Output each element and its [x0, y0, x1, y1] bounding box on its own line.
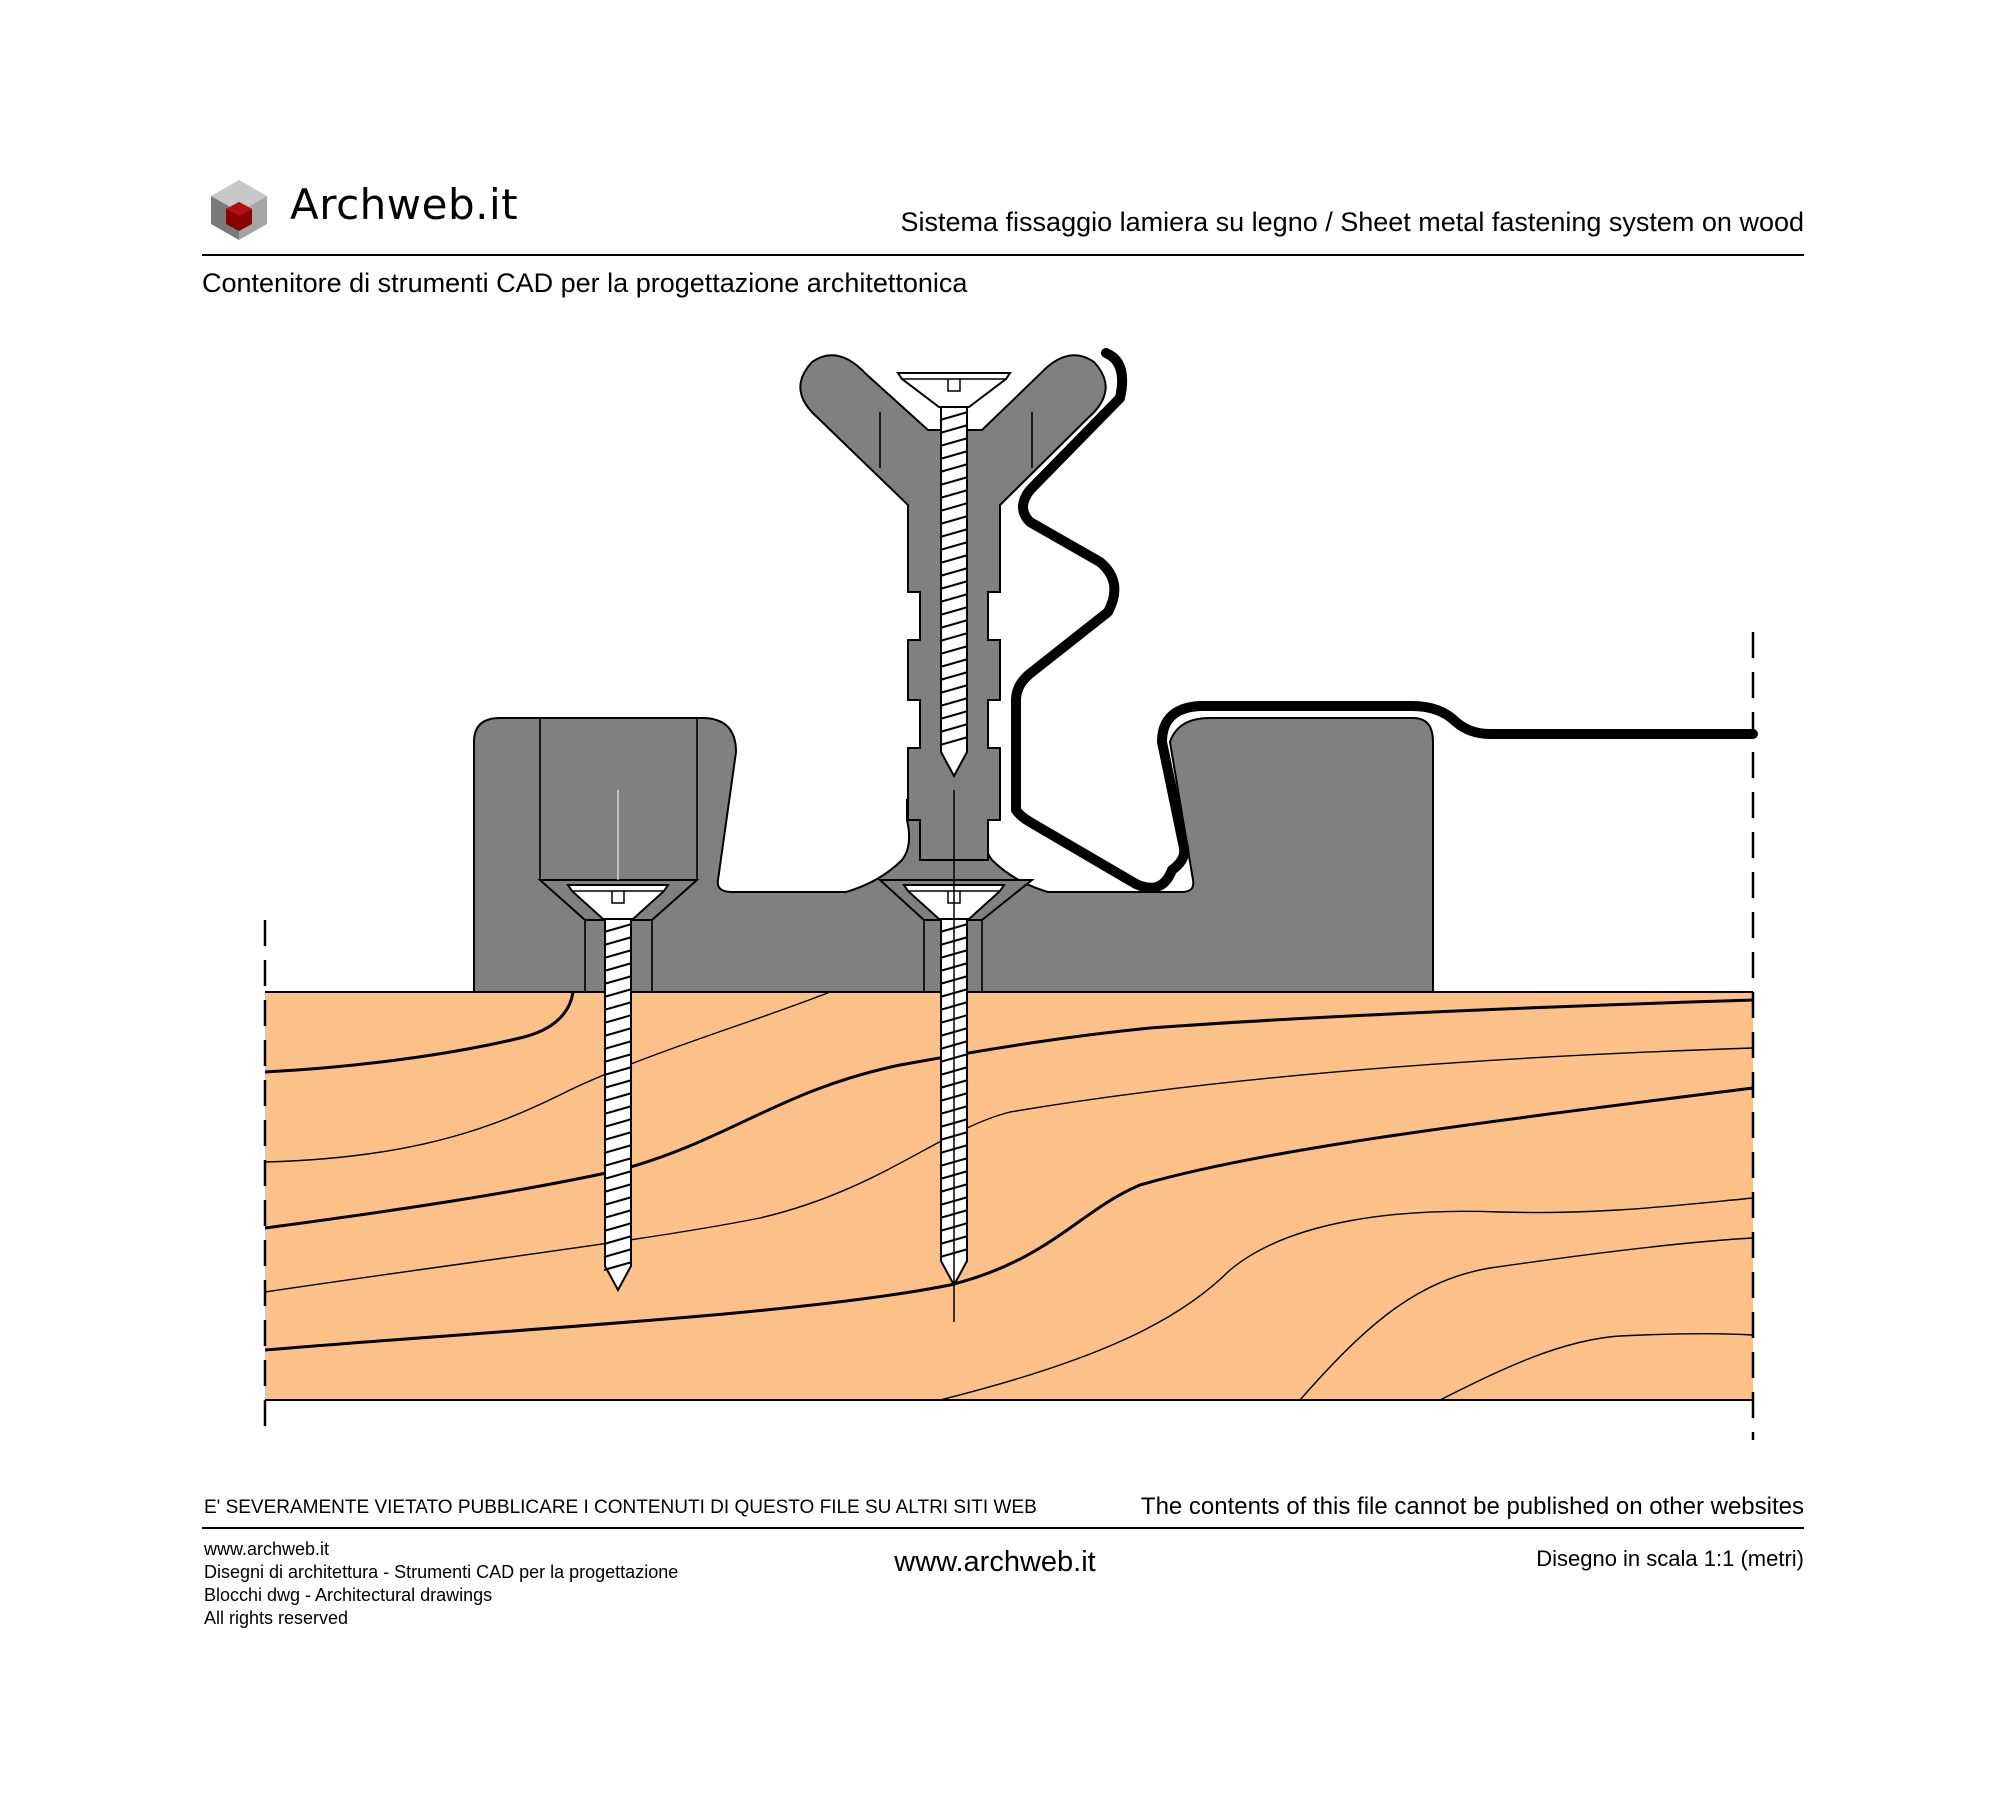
screws [566, 372, 1012, 1322]
header-rule [202, 254, 1804, 256]
sheet-metal-profile [1011, 348, 1758, 893]
copyright-warning-en: The contents of this file cannot be publ… [1140, 1493, 1804, 1520]
archweb-logo-icon [211, 180, 267, 240]
subtitle: Contenitore di strumenti CAD per la prog… [202, 268, 968, 298]
footer-info-line: Blocchi dwg - Architectural drawings [204, 1585, 493, 1605]
footer-info-line: Disegni di architettura - Strumenti CAD … [204, 1562, 679, 1582]
screw-top [896, 372, 1012, 779]
footer-rule [202, 1527, 1804, 1529]
footer-info-line: All rights reserved [204, 1608, 349, 1628]
section-break-lines [263, 632, 1755, 1440]
copyright-warning-it: E' SEVERAMENTE VIETATO PUBBLICARE I CONT… [204, 1497, 1037, 1518]
drawing-title: Sistema fissaggio lamiera su legno / She… [900, 207, 1804, 237]
footer-info: www.archweb.it Disegni di architettura -… [204, 1538, 678, 1630]
wood-board [265, 991, 1753, 1401]
footer-website-link[interactable]: www.archweb.it [894, 1546, 1096, 1578]
footer-info-line: www.archweb.it [204, 1539, 330, 1559]
screw-left [566, 884, 670, 1293]
brand-name: Archweb.it [290, 180, 519, 229]
drawing-scale: Disegno in scala 1:1 (metri) [1536, 1546, 1804, 1571]
